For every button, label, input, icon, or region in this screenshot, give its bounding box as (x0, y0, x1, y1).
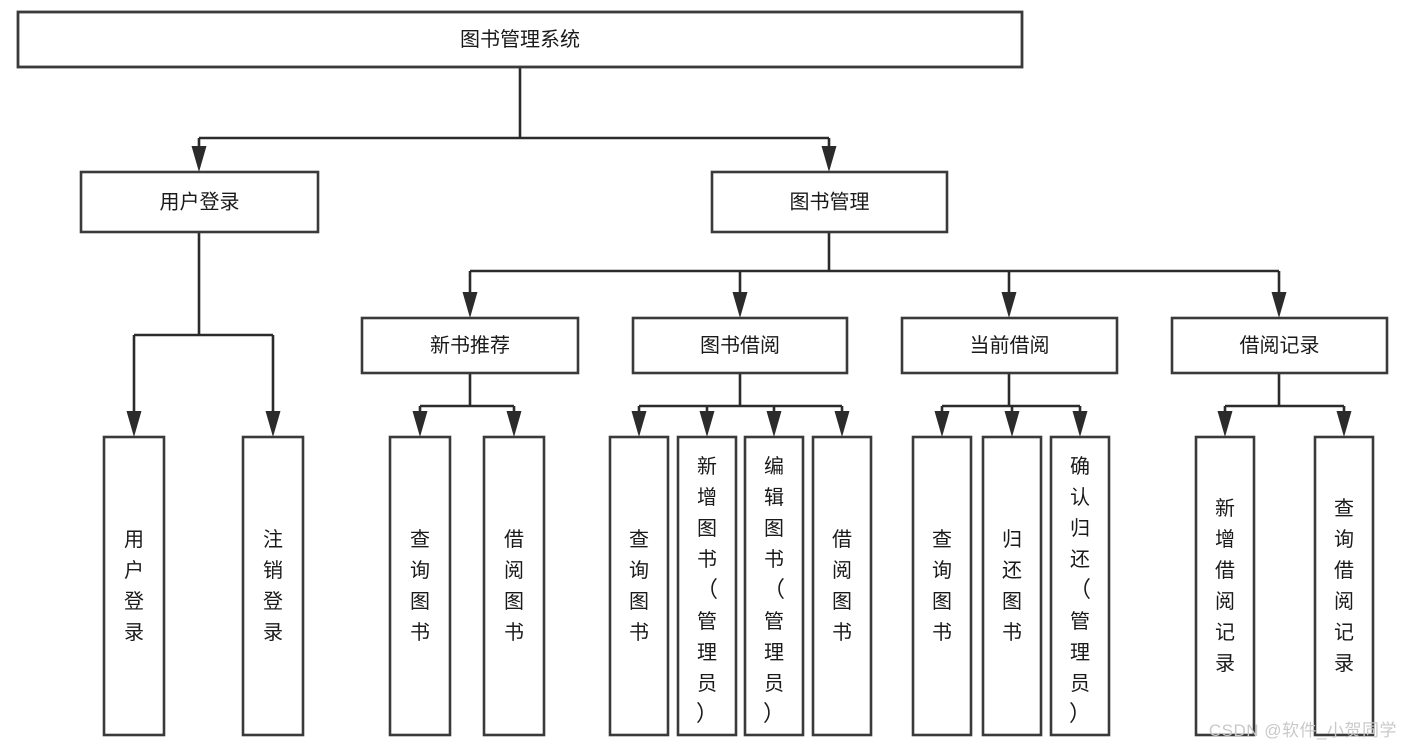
node-root[interactable]: 图书管理系统 (16, 10, 1024, 69)
arrow-head-icon (631, 411, 647, 437)
arrow-head-icon (732, 292, 748, 318)
node-label: 图书借阅 (700, 334, 780, 357)
node-box (608, 435, 670, 737)
node-leaf-edit-book[interactable]: 编辑图书（管理员） (743, 435, 805, 737)
arrow-head-icon (126, 411, 142, 437)
node-box (710, 170, 949, 234)
arrow-head-icon (1004, 411, 1020, 437)
node-box (102, 435, 166, 737)
arrow-head-icon (1001, 292, 1017, 318)
connector-group-book-manage (462, 232, 1287, 318)
node-label: 确认归还（管理员） (1069, 455, 1091, 726)
connector-layer (126, 67, 1352, 437)
node-borrow-record[interactable]: 借阅记录 (1170, 316, 1389, 375)
node-box (1313, 435, 1375, 737)
node-leaf-add-record[interactable]: 新增借阅记录 (1194, 435, 1256, 737)
node-label: 查询图书 (629, 528, 649, 644)
arrow-head-icon (1336, 411, 1352, 437)
node-label: 新增图书（管理员） (696, 455, 718, 726)
node-label: 借阅图书 (504, 528, 524, 644)
node-label: 当前借阅 (970, 334, 1050, 357)
node-leaf-return-book[interactable]: 归还图书 (981, 435, 1043, 737)
node-box (676, 435, 738, 737)
arrow-head-icon (462, 292, 478, 318)
node-leaf-query-book-1[interactable]: 查询图书 (388, 435, 452, 737)
node-label: 编辑图书（管理员） (763, 455, 785, 726)
node-new-book-recommend[interactable]: 新书推荐 (360, 316, 580, 375)
node-book-borrow[interactable]: 图书借阅 (631, 316, 849, 375)
node-label: 用户登录 (160, 190, 240, 213)
node-box (900, 316, 1119, 375)
node-leaf-confirm-return[interactable]: 确认归还（管理员） (1049, 435, 1111, 737)
arrow-head-icon (506, 411, 522, 437)
node-layer: 图书管理系统用户登录图书管理新书推荐图书借阅当前借阅借阅记录用户登录注销登录查询… (16, 10, 1389, 737)
arrow-head-icon (766, 411, 782, 437)
node-box (241, 435, 305, 737)
node-label: 查询借阅记录 (1334, 497, 1354, 675)
node-box (1170, 316, 1389, 375)
node-box (743, 435, 805, 737)
node-label: 图书管理 (790, 190, 870, 213)
node-box (482, 435, 546, 737)
node-box (16, 10, 1024, 69)
node-leaf-query-record[interactable]: 查询借阅记录 (1313, 435, 1375, 737)
arrow-head-icon (934, 411, 950, 437)
node-leaf-borrow-book-2[interactable]: 借阅图书 (811, 435, 873, 737)
arrow-head-icon (1072, 411, 1088, 437)
node-label: 用户登录 (124, 529, 144, 644)
node-user-login[interactable]: 用户登录 (79, 170, 320, 234)
arrow-head-icon (265, 411, 281, 437)
connector-group-root (191, 67, 837, 172)
arrow-head-icon (821, 146, 837, 172)
node-box (811, 435, 873, 737)
node-current-borrow[interactable]: 当前借阅 (900, 316, 1119, 375)
node-box (631, 316, 849, 375)
node-leaf-user-login[interactable]: 用户登录 (102, 435, 166, 737)
connector-group-user-login (126, 232, 281, 437)
arrow-head-icon (191, 146, 207, 172)
node-label: 归还图书 (1002, 528, 1022, 644)
node-leaf-query-book-2[interactable]: 查询图书 (608, 435, 670, 737)
node-box (1194, 435, 1256, 737)
arrow-head-icon (1271, 292, 1287, 318)
arrow-head-icon (412, 411, 428, 437)
node-label: 借阅记录 (1240, 334, 1320, 357)
node-box (911, 435, 973, 737)
node-box (1049, 435, 1111, 737)
node-box (388, 435, 452, 737)
connector-group-borrow-record (1217, 373, 1352, 437)
node-box (360, 316, 580, 375)
node-label: 查询图书 (410, 528, 430, 644)
node-leaf-add-book[interactable]: 新增图书（管理员） (676, 435, 738, 737)
node-label: 查询图书 (932, 528, 952, 644)
connector-group-current-borrow (934, 373, 1088, 437)
node-box (981, 435, 1043, 737)
node-leaf-borrow-book-1[interactable]: 借阅图书 (482, 435, 546, 737)
node-label: 新书推荐 (430, 334, 510, 357)
node-box (79, 170, 320, 234)
node-label: 借阅图书 (832, 528, 852, 644)
node-book-manage[interactable]: 图书管理 (710, 170, 949, 234)
node-leaf-query-book-3[interactable]: 查询图书 (911, 435, 973, 737)
node-label: 新增借阅记录 (1215, 497, 1235, 675)
arrow-head-icon (834, 411, 850, 437)
node-leaf-logout[interactable]: 注销登录 (241, 435, 305, 737)
arrow-head-icon (1217, 411, 1233, 437)
csdn-watermark: CSDN @软件_小贺同学 (1208, 721, 1397, 740)
connector-group-new-book-recommend (412, 373, 522, 437)
node-label: 图书管理系统 (460, 28, 580, 51)
arrow-head-icon (699, 411, 715, 437)
connector-group-book-borrow (631, 373, 850, 437)
node-label: 注销登录 (263, 528, 283, 644)
